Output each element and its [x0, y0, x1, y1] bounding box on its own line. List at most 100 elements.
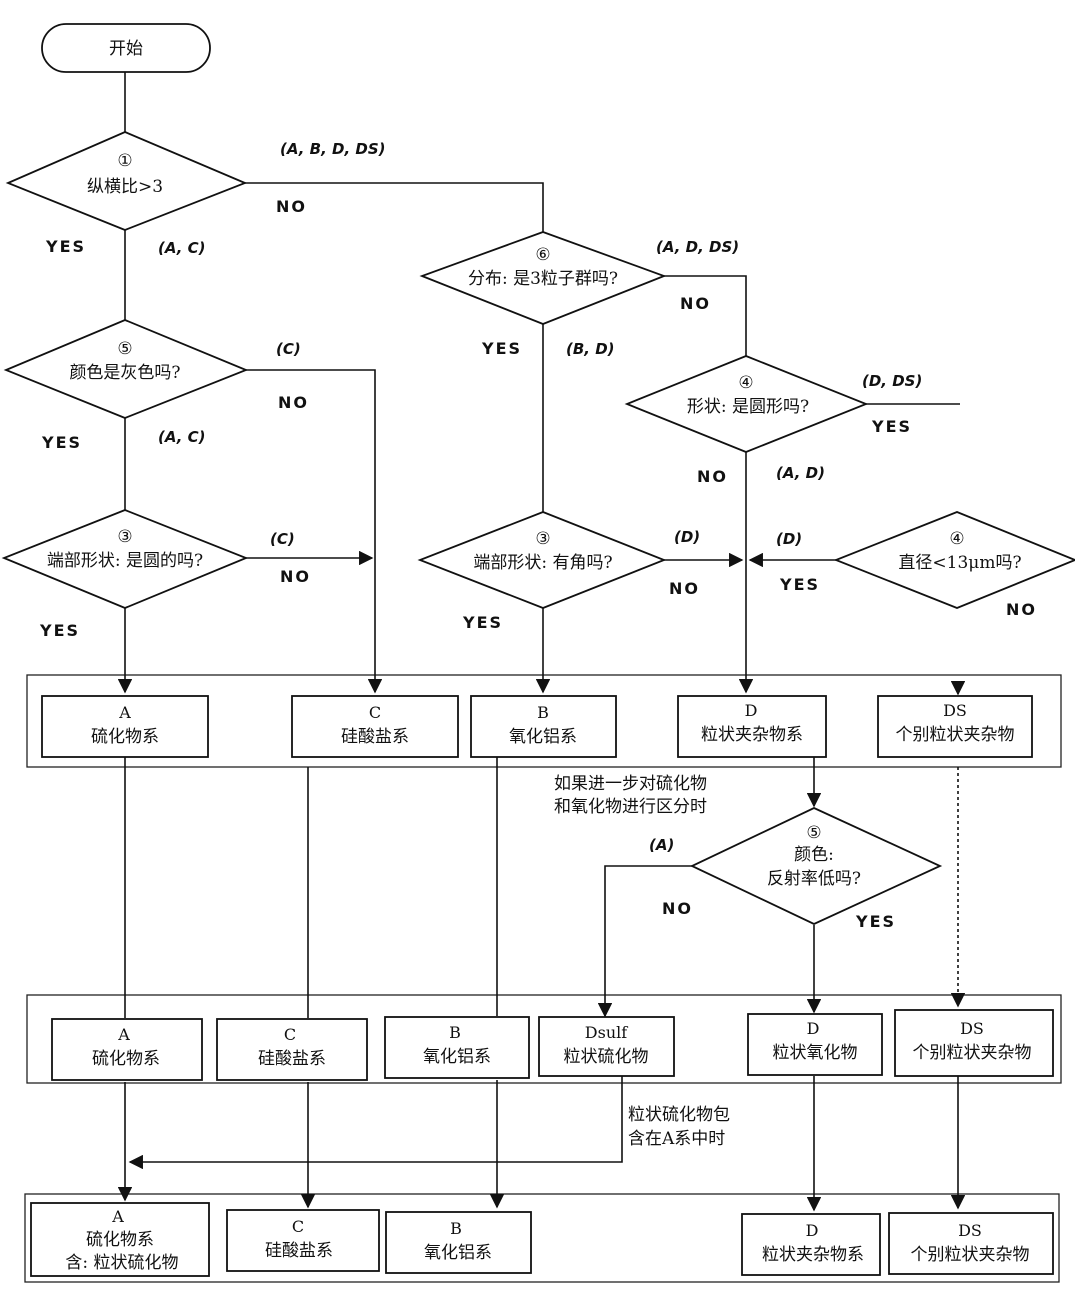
svg-text:硅酸盐系: 硅酸盐系: [265, 1241, 333, 1261]
note-distinguish: 如果进一步对硫化物 和氧化物进行区分时: [554, 774, 707, 817]
decision-number: ④: [949, 529, 964, 549]
no-label: NO: [669, 579, 700, 598]
box-row2-a: A 硫化物系: [51, 1018, 203, 1081]
decision-number: ⑤: [806, 823, 821, 843]
yes-label: YES: [462, 613, 503, 632]
svg-text:B: B: [450, 1219, 462, 1238]
yes-label: YES: [871, 417, 912, 436]
box-row1-ds: DS 个别粒状夹杂物: [877, 695, 1033, 758]
svg-text:如果进一步对硫化物: 如果进一步对硫化物: [554, 774, 707, 794]
svg-text:个别粒状夹杂物: 个别粒状夹杂物: [913, 1043, 1032, 1063]
svg-text:C: C: [369, 703, 381, 722]
decision-text: 颜色是灰色吗?: [69, 363, 180, 383]
svg-text:氧化铝系: 氧化铝系: [423, 1047, 491, 1067]
decision-number: ③: [117, 527, 132, 547]
group-frame-1: [26, 674, 1062, 768]
decision-text-line1: 颜色:: [794, 845, 834, 865]
svg-text:氧化铝系: 氧化铝系: [509, 727, 577, 747]
decision-text: 端部形状: 有角吗?: [473, 553, 612, 573]
no-label: NO: [276, 197, 307, 216]
decision-number: ③: [535, 529, 550, 549]
yes-label: YES: [39, 621, 80, 640]
svg-text:含在A系中时: 含在A系中时: [628, 1129, 725, 1149]
svg-text:DS: DS: [960, 1019, 984, 1038]
svg-text:D: D: [807, 1019, 820, 1038]
box-row1-c: C 硅酸盐系: [291, 695, 459, 758]
set-label: (A): [649, 836, 674, 854]
decision-number: ①: [117, 151, 132, 171]
box-row1-a: A 硫化物系: [41, 695, 209, 758]
decision-number: ④: [738, 373, 753, 393]
svg-text:个别粒状夹杂物: 个别粒状夹杂物: [896, 725, 1015, 745]
decision-number: ⑤: [117, 339, 132, 359]
box-row3-d: D 粒状夹杂物系: [741, 1213, 881, 1276]
svg-text:硅酸盐系: 硅酸盐系: [258, 1049, 326, 1069]
svg-text:含: 粒状硫化物: 含: 粒状硫化物: [65, 1253, 178, 1273]
svg-text:硫化物系: 硫化物系: [92, 1049, 160, 1069]
box-row2-ds: DS 个别粒状夹杂物: [894, 1009, 1054, 1077]
decision-text-line2: 反射率低吗?: [767, 869, 861, 889]
svg-text:B: B: [537, 703, 549, 722]
set-label: (D, DS): [862, 372, 922, 390]
set-labels: (A, B, D, DS) (A, C) (C) (A, C) (C) (A, …: [158, 140, 922, 854]
box-row2-d: D 粒状氧化物: [747, 1013, 883, 1076]
set-label: (C): [276, 340, 301, 358]
yes-label: YES: [45, 237, 86, 256]
svg-text:粒状氧化物: 粒状氧化物: [773, 1043, 858, 1063]
no-label: NO: [1006, 600, 1037, 619]
svg-text:A: A: [118, 703, 131, 722]
no-label: NO: [662, 899, 693, 918]
box-row2-c: C 硅酸盐系: [216, 1018, 368, 1081]
svg-text:和氧化物进行区分时: 和氧化物进行区分时: [554, 797, 707, 817]
decision-text: 纵横比>3: [87, 177, 163, 197]
svg-text:粒状夹杂物系: 粒状夹杂物系: [762, 1245, 864, 1265]
decision-shape-circle: ④ 形状: 是圆形吗?: [624, 355, 869, 453]
svg-text:D: D: [806, 1221, 819, 1240]
no-label: NO: [680, 294, 711, 313]
decision-distribution: ⑥ 分布: 是3粒子群吗?: [419, 231, 667, 325]
decision-text: 端部形状: 是圆的吗?: [47, 551, 203, 571]
box-row3-a: A 硫化物系 含: 粒状硫化物: [30, 1202, 210, 1277]
svg-text:D: D: [745, 701, 758, 720]
svg-text:硫化物系: 硫化物系: [91, 727, 159, 747]
decision-end-shape-angular: ③ 端部形状: 有角吗?: [417, 511, 667, 609]
set-label: (A, B, D, DS): [280, 140, 386, 158]
box-row2-b: B 氧化铝系: [384, 1016, 530, 1079]
svg-text:粒状夹杂物系: 粒状夹杂物系: [701, 725, 803, 745]
no-label: NO: [280, 567, 311, 586]
svg-text:氧化铝系: 氧化铝系: [424, 1243, 492, 1263]
answer-labels: YES NO YES NO YES NO YES NO YES NO YES N…: [39, 197, 1037, 931]
set-label: (A, D): [776, 464, 825, 482]
svg-text:DS: DS: [943, 701, 967, 720]
connectors: [117, 72, 966, 1212]
svg-text:A: A: [117, 1025, 130, 1044]
decision-text: 直径<13μm吗?: [898, 553, 1021, 573]
decision-reflectance: ⑤ 颜色: 反射率低吗?: [689, 807, 943, 925]
decision-text: 形状: 是圆形吗?: [687, 397, 809, 417]
set-label: (B, D): [566, 340, 615, 358]
set-label: (C): [270, 530, 295, 548]
no-label: NO: [697, 467, 728, 486]
svg-text:Dsulf: Dsulf: [585, 1023, 628, 1042]
svg-text:DS: DS: [958, 1221, 982, 1240]
yes-label: YES: [481, 339, 522, 358]
set-label: (A, D, DS): [656, 238, 739, 256]
decision-diameter: ④ 直径<13μm吗?: [833, 511, 1075, 609]
set-label: (A, C): [158, 239, 206, 257]
box-row1-d: D 粒状夹杂物系: [677, 695, 827, 758]
yes-label: YES: [779, 575, 820, 594]
decision-number: ⑥: [535, 245, 550, 265]
svg-text:个别粒状夹杂物: 个别粒状夹杂物: [911, 1245, 1030, 1265]
yes-label: YES: [41, 433, 82, 452]
svg-text:A: A: [111, 1207, 124, 1226]
box-row3-b: B 氧化铝系: [385, 1211, 532, 1274]
decision-color-gray: ⑤ 颜色是灰色吗?: [3, 319, 249, 419]
svg-text:硫化物系: 硫化物系: [86, 1230, 154, 1250]
note-granular-sulfide: 粒状硫化物包 含在A系中时: [628, 1105, 730, 1149]
set-label: (D): [674, 528, 700, 546]
decision-aspect-ratio: ① 纵横比>3: [5, 131, 248, 231]
start-label: 开始: [109, 39, 143, 59]
svg-text:B: B: [449, 1023, 461, 1042]
box-row1-b: B 氧化铝系: [470, 695, 617, 758]
box-row3-ds: DS 个别粒状夹杂物: [888, 1212, 1054, 1275]
